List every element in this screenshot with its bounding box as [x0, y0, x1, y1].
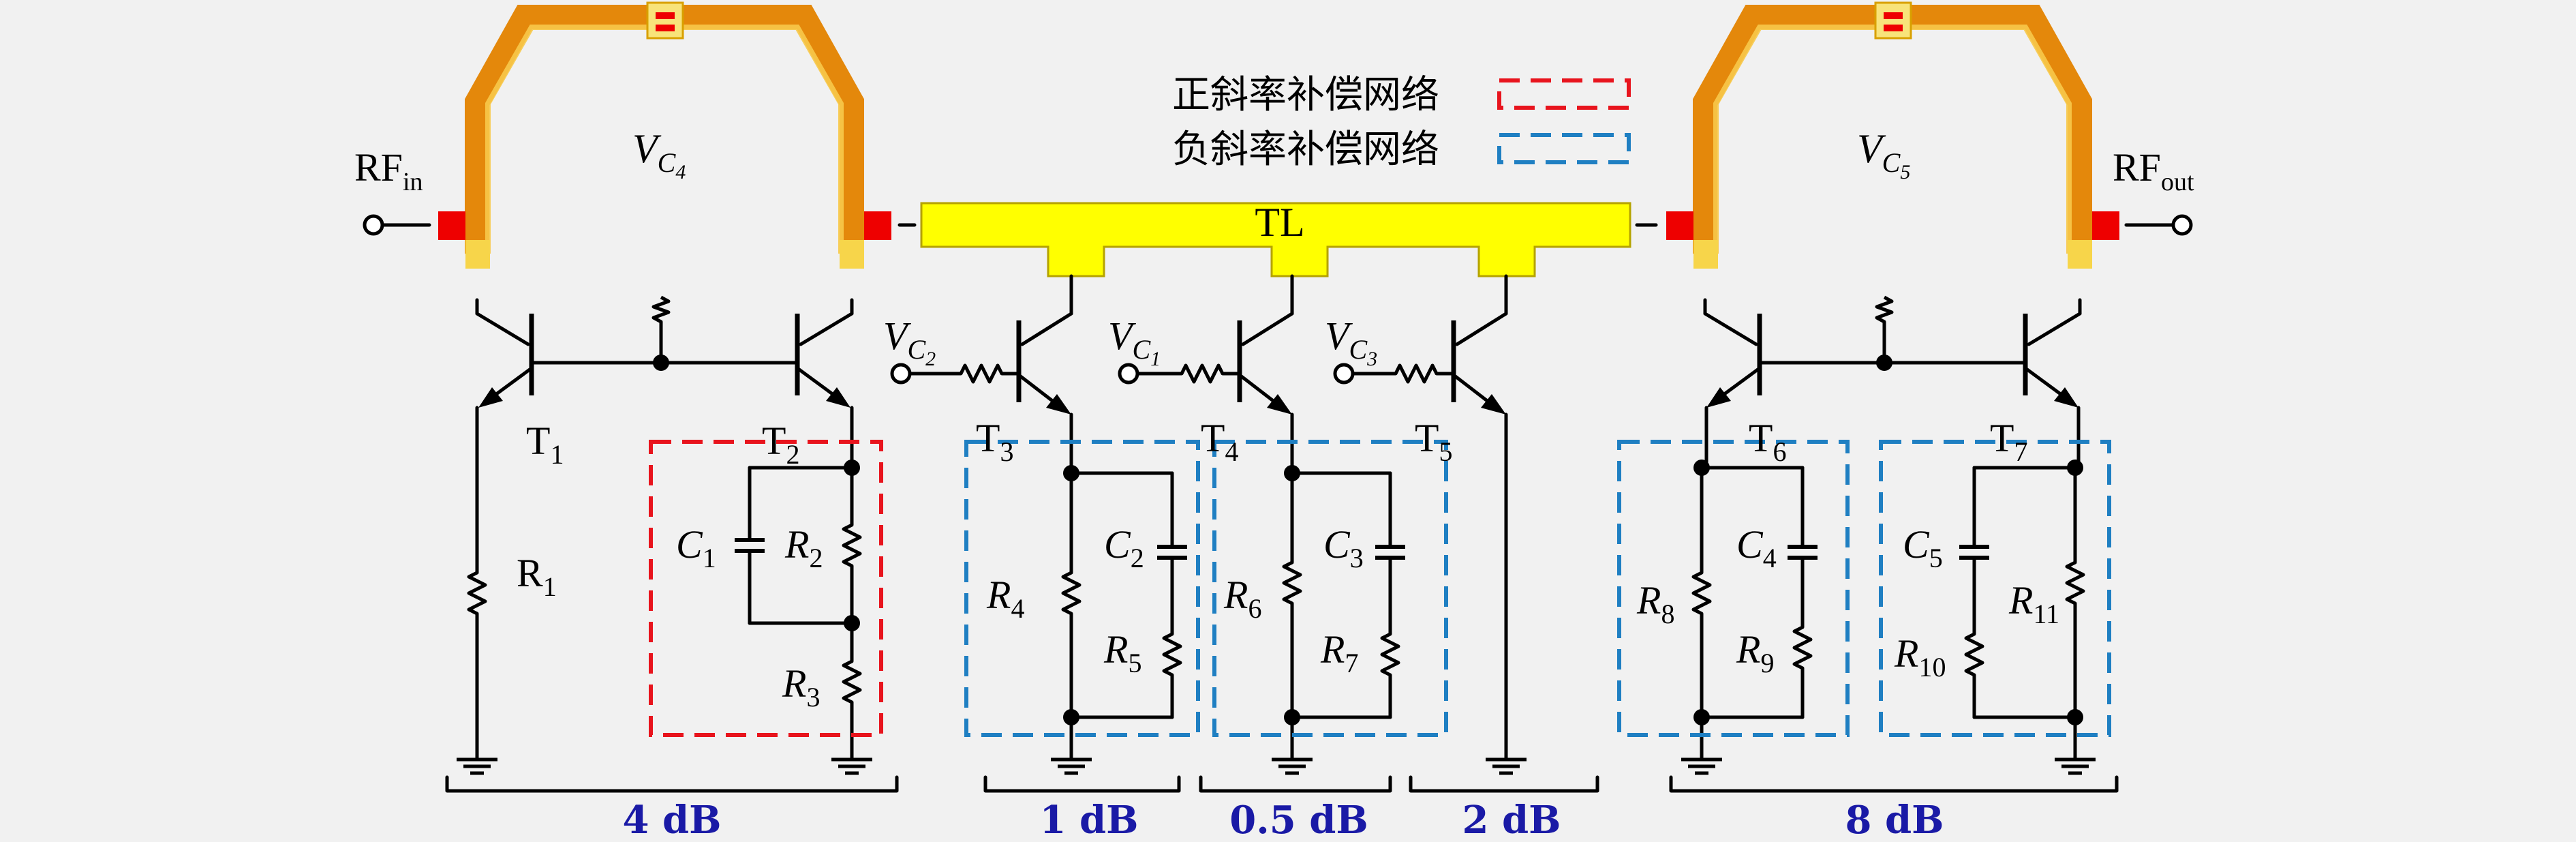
- vc4-label: VC4: [632, 126, 686, 183]
- r6-label: R6: [1223, 573, 1261, 624]
- negative-slope-network-box-2: [1212, 440, 1448, 737]
- vc3-label: VC3: [1325, 314, 1377, 370]
- r11-label: R11: [2008, 578, 2059, 629]
- t3-label: T3: [976, 416, 1013, 467]
- negative-slope-network-box-4: [1879, 440, 2111, 737]
- r8-label: R8: [1636, 578, 1674, 629]
- positive-slope-network-box: [649, 440, 883, 737]
- pad-left-arch-out: [864, 211, 891, 240]
- vc1-label: VC1: [1108, 314, 1161, 370]
- pad-right-arch-in: [1666, 211, 1693, 240]
- vc2-label: VC2: [883, 314, 936, 370]
- c2-label: C2: [1104, 522, 1144, 573]
- r3-label: R3: [782, 661, 820, 712]
- negative-slope-network-box-3: [1617, 440, 1850, 737]
- tl-label: TL: [1255, 200, 1304, 245]
- vc5-label: VC5: [1857, 126, 1910, 183]
- negative-slope-network-box-1: [964, 440, 1200, 737]
- stage3-attenuation: 0.5 dB: [1229, 798, 1368, 842]
- legend-negative-swatch: [1497, 133, 1631, 164]
- r1-label: R1: [517, 551, 557, 602]
- r5-label: R5: [1103, 627, 1141, 678]
- stage-1db: [890, 274, 1200, 773]
- t7-label: T7: [1990, 416, 2027, 467]
- r4-label: R4: [986, 573, 1024, 624]
- legend-negative-label: 负斜率补偿网络: [1172, 127, 1439, 172]
- t5-label: T5: [1415, 416, 1452, 467]
- pad-rf-in: [438, 211, 465, 240]
- transmission-line: [920, 202, 1631, 277]
- microstrip-arch-right: [1693, 1, 2092, 269]
- c4-label: C4: [1736, 522, 1777, 573]
- microstrip-arch-left: [465, 1, 864, 269]
- legend-positive-swatch: [1497, 78, 1631, 110]
- legend: 正斜率补偿网络 负斜率补偿网络: [1172, 73, 1631, 172]
- stage-0-5db: [1118, 274, 1448, 773]
- c5-label: C5: [1903, 522, 1943, 573]
- t1-label: T1: [526, 419, 564, 470]
- rf-in-label: RFin: [354, 145, 423, 196]
- stage4-attenuation: 2 dB: [1462, 798, 1561, 842]
- stage5-attenuation: 8 dB: [1845, 798, 1944, 842]
- c3-label: C3: [1323, 522, 1364, 573]
- attenuation-brackets: [445, 775, 2119, 793]
- rf-out-terminal: [2171, 214, 2193, 236]
- rf-out-label: RFout: [2113, 145, 2194, 196]
- stage-4db: [457, 297, 883, 773]
- c1-label: C1: [676, 522, 716, 573]
- stage-2db: [1333, 274, 1527, 773]
- stage2-attenuation: 1 dB: [1040, 798, 1139, 842]
- stage1-attenuation: 4 dB: [623, 798, 722, 842]
- legend-positive-label: 正斜率补偿网络: [1172, 73, 1439, 117]
- pad-rf-out: [2092, 211, 2119, 240]
- rf-in-terminal: [363, 214, 384, 236]
- stage-8db: [1617, 297, 2111, 773]
- t2-label: T2: [762, 419, 799, 470]
- r10-label: R10: [1894, 631, 1946, 682]
- r2-label: R2: [784, 522, 823, 573]
- r7-label: R7: [1320, 627, 1358, 678]
- r9-label: R9: [1736, 627, 1774, 678]
- t6-label: T6: [1749, 416, 1786, 467]
- t4-label: T4: [1201, 416, 1238, 467]
